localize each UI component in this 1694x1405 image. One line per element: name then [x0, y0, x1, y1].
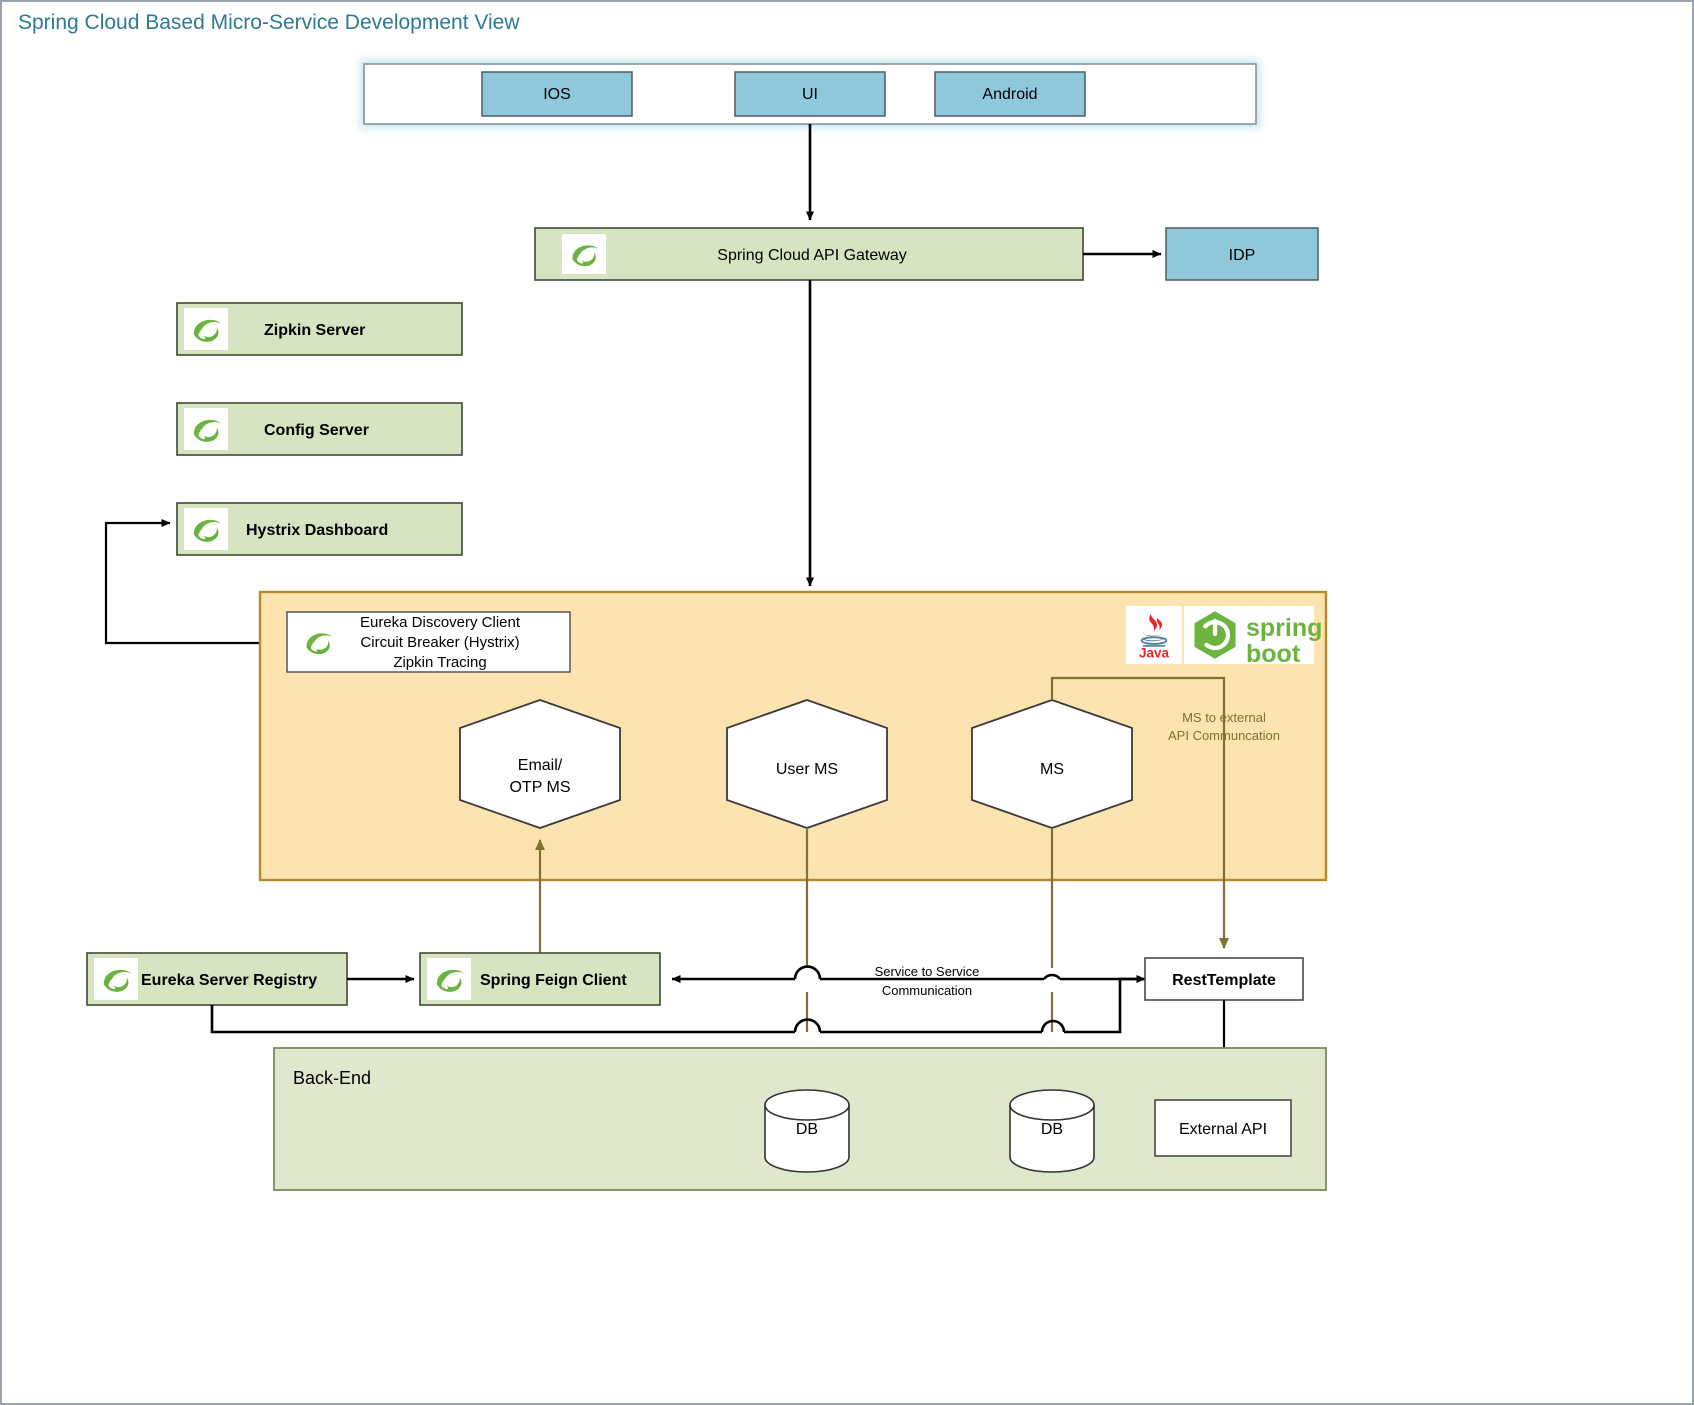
ms-capability-line-3: Zipkin Tracing [393, 654, 486, 671]
microservice-hex-ms[interactable]: MS [971, 699, 1133, 829]
infra-box-zipkin-server[interactable]: Zipkin Server [176, 302, 463, 356]
microservice-hex-email-otp[interactable]: Email/ OTP MS [459, 699, 621, 829]
ms-client-capabilities-box: Eureka Discovery Client Circuit Breaker … [286, 611, 571, 673]
spring-feign-client-label: Spring Feign Client [480, 972, 627, 989]
ms-external-annotation-line1: MS to external [1182, 710, 1266, 725]
rest-template-label: RestTemplate [1172, 972, 1276, 989]
infra-label-config-server: Config Server [264, 422, 369, 439]
tech-logos-group: spring boot [1126, 606, 1322, 668]
client-box-android[interactable]: Android [934, 71, 1086, 117]
database-1[interactable]: DB [764, 1089, 850, 1173]
database-1-label: DB [796, 1121, 818, 1138]
database-2-label: DB [1041, 1121, 1063, 1138]
client-label-android: Android [982, 86, 1037, 103]
infra-box-hystrix-dashboard[interactable]: Hystrix Dashboard [176, 502, 463, 556]
ms-external-annotation-line2: API Communcation [1168, 728, 1280, 743]
external-api-label: External API [1179, 1121, 1267, 1138]
line-jump-ms [1042, 973, 1062, 980]
hex-label-ms: MS [1040, 761, 1064, 778]
arrow-ms-to-resttemplate [1050, 676, 1229, 949]
spring-boot-label-line2: boot [1246, 640, 1301, 668]
client-box-ios[interactable]: IOS [481, 71, 633, 117]
infra-label-zipkin-server: Zipkin Server [264, 322, 365, 339]
service-comm-annotation-line1: Service to Service [875, 964, 980, 979]
rest-template-box[interactable]: RestTemplate [1144, 957, 1304, 1001]
arrow-into-resttemplate [1118, 975, 1146, 1012]
ms-capability-line-1: Eureka Discovery Client [360, 614, 521, 631]
line-bus-jump-1 [793, 1018, 822, 1033]
spring-feign-client-box[interactable]: Spring Feign Client [419, 952, 661, 1006]
client-label-ui: UI [802, 86, 818, 103]
api-gateway-label: Spring Cloud API Gateway [717, 247, 906, 264]
arrow-ms-to-hystrix-dashboard [104, 519, 287, 645]
hex-label-email-otp-line1: Email/ [518, 757, 563, 774]
spring-boot-label-line1: spring [1246, 614, 1322, 642]
idp-box[interactable]: IDP [1165, 227, 1319, 281]
page-title: Spring Cloud Based Micro-Service Develop… [18, 11, 520, 34]
client-label-ios: IOS [543, 86, 571, 103]
hex-label-user-ms: User MS [776, 761, 838, 778]
microservice-hex-user-ms[interactable]: User MS [726, 699, 888, 829]
idp-label: IDP [1229, 247, 1256, 264]
line-registry-bus-left [210, 1005, 795, 1034]
infra-label-hystrix-dashboard: Hystrix Dashboard [246, 522, 388, 539]
infra-box-config-server[interactable]: Config Server [176, 402, 463, 456]
backend-label: Back-End [293, 1068, 371, 1088]
ms-capability-line-2: Circuit Breaker (Hystrix) [360, 634, 519, 651]
hex-label-email-otp-line2: OTP MS [509, 779, 570, 796]
line-bus-right [1064, 1012, 1122, 1034]
client-box-ui[interactable]: UI [734, 71, 886, 117]
line-jump-user-ms [793, 965, 822, 980]
eureka-registry-label: Eureka Server Registry [141, 972, 317, 989]
database-2[interactable]: DB [1009, 1089, 1095, 1173]
service-comm-annotation-line2: Communication [882, 983, 972, 998]
external-api-box[interactable]: External API [1154, 1099, 1292, 1157]
api-gateway-box[interactable]: Spring Cloud API Gateway [534, 227, 1084, 281]
line-bus-jump-2 [1040, 1019, 1066, 1033]
eureka-server-registry-box[interactable]: Eureka Server Registry [86, 952, 348, 1006]
